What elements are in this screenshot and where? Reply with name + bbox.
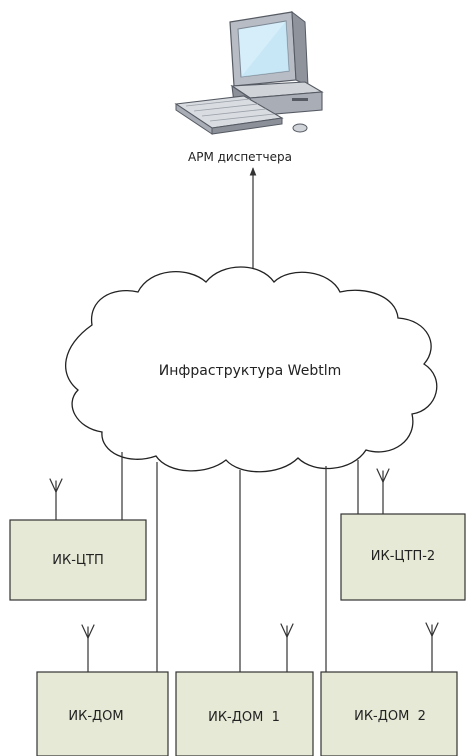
node-ik-dom: ИК-ДОМ xyxy=(36,671,169,756)
node-ik-dom-1: ИК-ДОМ 1 xyxy=(175,671,314,756)
antenna-icon xyxy=(425,622,439,673)
svg-text:ИК-ЦТП-2: ИК-ЦТП-2 xyxy=(371,549,435,564)
antenna-icon xyxy=(376,468,390,515)
cloud-label: Инфраструктура Webtlm xyxy=(159,363,341,379)
svg-text:ИК-ЦТП: ИК-ЦТП xyxy=(52,553,103,568)
desktop-computer-icon xyxy=(174,10,324,135)
antenna-icon xyxy=(49,478,63,521)
node-ik-ctp: ИК-ЦТП xyxy=(9,519,147,601)
svg-text:ИК-ДОМ: ИК-ДОМ xyxy=(68,709,123,724)
node-ik-ctp-2: ИК-ЦТП-2 xyxy=(340,513,466,601)
antenna-icon xyxy=(280,623,294,673)
svg-text:ИК-ДОМ 1: ИК-ДОМ 1 xyxy=(208,710,280,725)
infrastructure-cloud xyxy=(65,266,438,473)
workstation-label: АРМ диспетчера xyxy=(188,150,292,164)
connection-lines xyxy=(121,452,359,672)
antenna-icon xyxy=(81,624,95,673)
node-ik-dom-2: ИК-ДОМ 2 xyxy=(320,671,458,756)
svg-text:ИК-ДОМ 2: ИК-ДОМ 2 xyxy=(354,709,426,724)
